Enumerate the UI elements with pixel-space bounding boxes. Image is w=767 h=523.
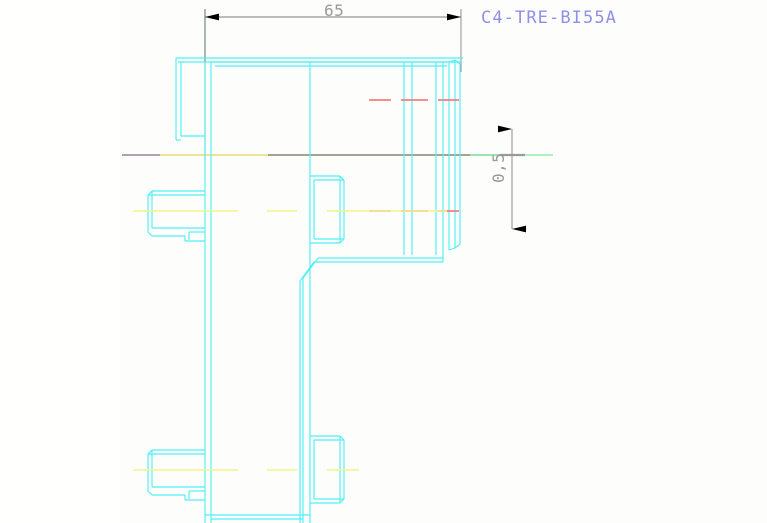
left-boss-upper — [147, 190, 205, 242]
right-boss-lower-tr-chamfer — [339, 435, 345, 441]
right-flange-top-chamfer — [448, 59, 456, 63]
left-boss-lower — [147, 449, 205, 501]
part-outline-upper-block — [175, 57, 463, 523]
left-boss-upper-bl-chamfer — [147, 231, 153, 237]
right-flange-bottom-chamfer — [448, 247, 456, 251]
dimension-65 — [204, 9, 462, 160]
left-boss-lower-top-chamfer — [147, 449, 153, 455]
right-boss-upper-tr-chamfer — [339, 175, 345, 181]
right-boss-lower-br-chamfer — [339, 498, 345, 504]
gusset-diagonal-inner — [299, 261, 315, 282]
dimension-0-5-label: 0,5 — [489, 152, 508, 183]
dimension-65-label: 65 — [324, 1, 345, 20]
boss-centerlines — [133, 210, 447, 471]
part-bottom-edges — [205, 514, 310, 520]
part-code-label: C4-TRE-BI55A — [481, 8, 618, 28]
right-flange-top-corner — [454, 59, 461, 65]
right-flange-bottom-corner — [454, 243, 461, 249]
right-boss-lower — [310, 435, 345, 504]
right-boss-upper — [310, 175, 345, 244]
left-boss-upper-top-chamfer — [147, 190, 153, 196]
right-boss-upper-br-chamfer — [339, 238, 345, 244]
left-boss-lower-bl-chamfer — [147, 490, 153, 496]
